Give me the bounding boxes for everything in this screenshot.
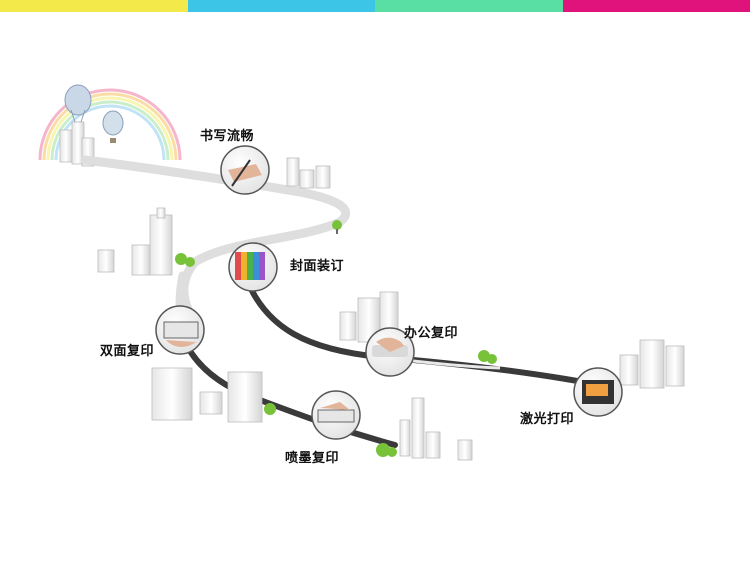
tree-icon (175, 220, 497, 457)
station-circle-binding (228, 242, 278, 292)
station-circle-inkjet-copy (311, 390, 361, 440)
building-cluster-center-top (286, 157, 331, 189)
top-bar-magenta (562, 0, 750, 12)
road-lower (177, 327, 398, 448)
top-color-bar (0, 0, 750, 12)
building-cluster-far-right (619, 339, 685, 389)
station-circle-duplex-copy (155, 305, 205, 355)
building-cluster-lower-left (151, 367, 263, 423)
top-bar-yellow (0, 0, 188, 12)
hot-air-balloon-icon (64, 84, 124, 143)
station-label-binding: 封面装订 (290, 259, 345, 274)
station-circle-writing (220, 145, 270, 195)
building-cluster-left (97, 207, 173, 276)
station-label-writing: 书写流畅 (200, 129, 255, 144)
station-label-laser-print: 激光打印 (520, 412, 575, 427)
station-circle-office-copy (365, 327, 415, 377)
station-circle-laser-print (573, 367, 623, 417)
station-label-duplex-copy: 双面复印 (100, 344, 155, 359)
top-bar-cyan (187, 0, 375, 12)
top-bar-green (375, 0, 563, 12)
station-label-office-copy: 办公复印 (404, 326, 459, 341)
station-label-inkjet-copy: 喷墨复印 (285, 451, 340, 466)
building-cluster-lower-center (399, 397, 473, 461)
